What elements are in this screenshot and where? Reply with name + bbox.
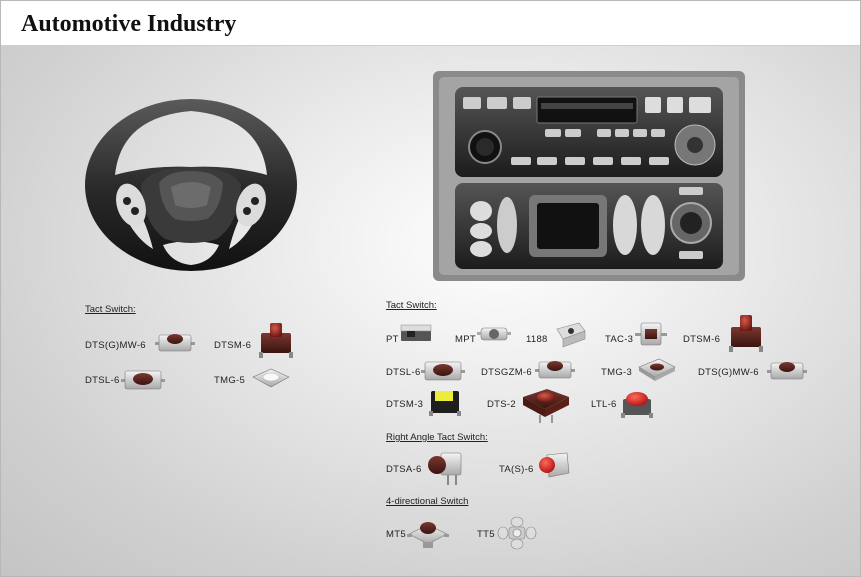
label-tac3: TAC-3 [605, 334, 634, 345]
left-section-heading: Tact Switch: [85, 304, 136, 315]
tac3-switch-icon[interactable] [633, 319, 669, 349]
label-tmg5-left: TMG-5 [214, 375, 246, 386]
label-dtsl6-left: DTSL-6 [85, 375, 120, 386]
smd-tact-switch-icon[interactable] [121, 365, 165, 395]
right-angle-red-switch-icon[interactable] [537, 449, 573, 481]
flat-smd-switch-icon[interactable] [251, 365, 291, 391]
smd-tact-switch-icon[interactable] [421, 356, 465, 386]
steering-wheel-icon [81, 97, 301, 277]
cross-switch-icon[interactable] [497, 515, 537, 551]
label-dtsm6-right: DTSM-6 [683, 334, 721, 345]
directional-section-heading: 4-directional Switch [386, 496, 469, 507]
label-tt5: TT5 [477, 529, 495, 540]
tact-section-heading: Tact Switch: [386, 300, 437, 311]
tact-switch-tall-red-icon[interactable] [725, 311, 767, 353]
smd-tact-switch-icon[interactable] [155, 327, 195, 357]
mpt-switch-icon[interactable] [477, 322, 511, 346]
switch-1188-icon[interactable] [553, 319, 587, 349]
label-ltl6: LTL-6 [591, 399, 617, 410]
label-dtsm3: DTSM-3 [386, 399, 424, 410]
right-angle-switch-icon[interactable] [425, 447, 469, 487]
pt-switch-icon[interactable] [399, 321, 435, 345]
red-button-switch-icon[interactable] [619, 385, 655, 419]
label-dtsl6-right: DTSL-6 [386, 367, 421, 378]
four-way-switch-icon[interactable] [407, 516, 449, 552]
page-title: Automotive Industry [21, 11, 237, 37]
smd-tact-switch-icon[interactable] [535, 354, 575, 384]
yellow-switch-icon[interactable] [427, 387, 463, 417]
right-angle-section-heading: Right Angle Tact Switch: [386, 432, 488, 443]
smd-tact-switch-icon[interactable] [767, 355, 807, 385]
label-dtsm6-left: DTSM-6 [214, 340, 252, 351]
large-tact-switch-icon[interactable] [519, 385, 573, 425]
label-mt5: MT5 [386, 529, 406, 540]
label-dts2: DTS-2 [487, 399, 516, 410]
label-tas6: TA(S)-6 [499, 464, 534, 475]
label-mpt: MPT [455, 334, 476, 345]
label-dtsa6: DTSA-6 [386, 464, 422, 475]
label-pt: PT [386, 334, 399, 345]
tmg3-switch-icon[interactable] [637, 355, 677, 383]
label-dtsgmw6-left: DTS(G)MW-6 [85, 340, 146, 351]
label-dtsgmw6-right: DTS(G)MW-6 [698, 367, 759, 378]
label-tmg3: TMG-3 [601, 367, 633, 378]
label-1188: 1188 [526, 334, 548, 345]
car-stereo-icon [433, 71, 745, 281]
label-dtsgzm6: DTSGZM-6 [481, 367, 532, 378]
header-bar: Automotive Industry [1, 1, 860, 46]
tact-switch-tall-red-icon[interactable] [255, 319, 297, 359]
